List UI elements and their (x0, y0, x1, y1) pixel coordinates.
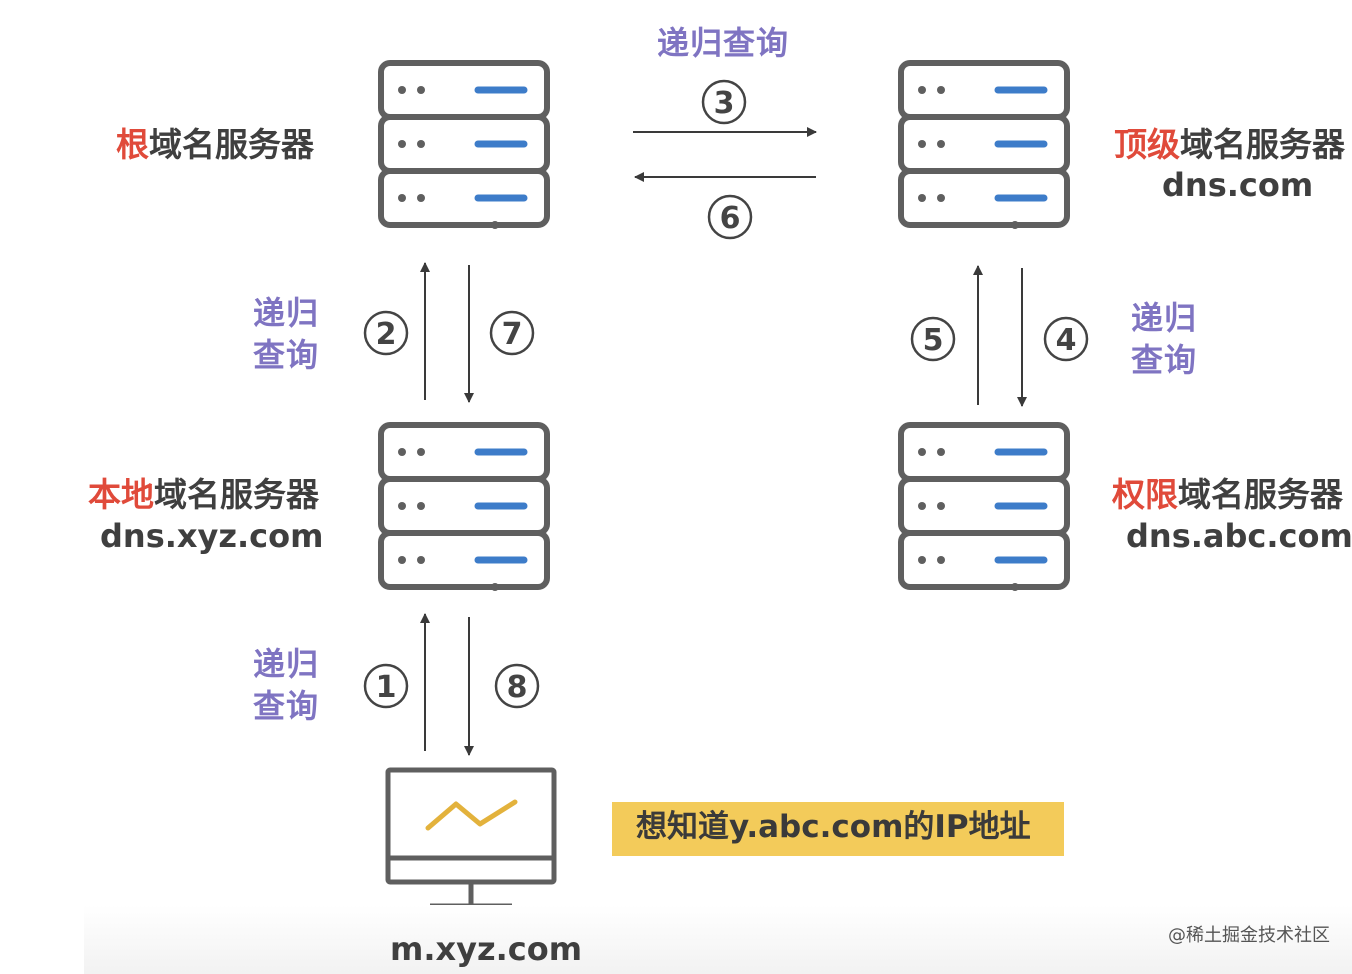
svg-text:7: 7 (502, 317, 523, 352)
query-label-left-upper-2: 查询 (253, 336, 320, 374)
authoritative-server-host: dns.abc.com (1126, 517, 1352, 555)
svg-text:5: 5 (923, 323, 944, 358)
authoritative-server-highlight: 权限 (1112, 475, 1178, 514)
client-computer-icon (385, 767, 557, 909)
watermark: @稀土掘金技术社区 (1168, 925, 1330, 946)
svg-text:8: 8 (507, 670, 528, 705)
tld-server-label: 顶级域名服务器 (1114, 125, 1345, 164)
step-2-badge: 2 (363, 310, 409, 356)
root-server-highlight: 根 (116, 125, 149, 164)
svg-text:3: 3 (714, 86, 735, 121)
note-highlight-box (612, 802, 1064, 856)
query-label-right-1: 递归 (1131, 299, 1198, 337)
local-server-rest: 域名服务器 (154, 475, 319, 514)
svg-text:6: 6 (720, 201, 741, 236)
svg-text:2: 2 (376, 317, 397, 352)
query-label-top: 递归查询 (657, 24, 790, 62)
step-3-badge: 3 (701, 79, 747, 125)
tld-server-icon (901, 63, 1067, 229)
local-server-label: 本地域名服务器 (88, 475, 319, 514)
tld-server-highlight: 顶级 (1114, 125, 1180, 164)
step-5-badge: 5 (910, 316, 956, 362)
root-server-rest: 域名服务器 (149, 125, 314, 164)
step-4-badge: 4 (1043, 316, 1089, 362)
tld-server-host: dns.com (1162, 166, 1314, 204)
local-server-host: dns.xyz.com (100, 517, 324, 555)
bottom-band (84, 905, 1352, 974)
query-label-right-2: 查询 (1131, 341, 1198, 379)
root-server-icon (381, 63, 547, 229)
query-label-left-upper-1: 递归 (253, 294, 320, 332)
step-7-badge: 7 (489, 310, 535, 356)
query-label-left-lower-2: 查询 (253, 687, 320, 725)
local-server-icon (381, 425, 547, 591)
authoritative-server-rest: 域名服务器 (1178, 475, 1343, 514)
authoritative-server-icon (901, 425, 1067, 591)
tld-server-rest: 域名服务器 (1180, 125, 1345, 164)
svg-text:1: 1 (376, 670, 397, 705)
note-text: 想知道y.abc.com的IP地址 (636, 809, 1031, 845)
step-8-badge: 8 (494, 663, 540, 709)
client-host: m.xyz.com (390, 930, 583, 968)
step-1-badge: 1 (363, 663, 409, 709)
step-6-badge: 6 (707, 194, 753, 240)
query-label-left-lower-1: 递归 (253, 645, 320, 683)
root-server-label: 根域名服务器 (116, 125, 314, 164)
authoritative-server-label: 权限域名服务器 (1112, 475, 1343, 514)
svg-text:4: 4 (1056, 323, 1077, 358)
local-server-highlight: 本地 (88, 475, 154, 514)
